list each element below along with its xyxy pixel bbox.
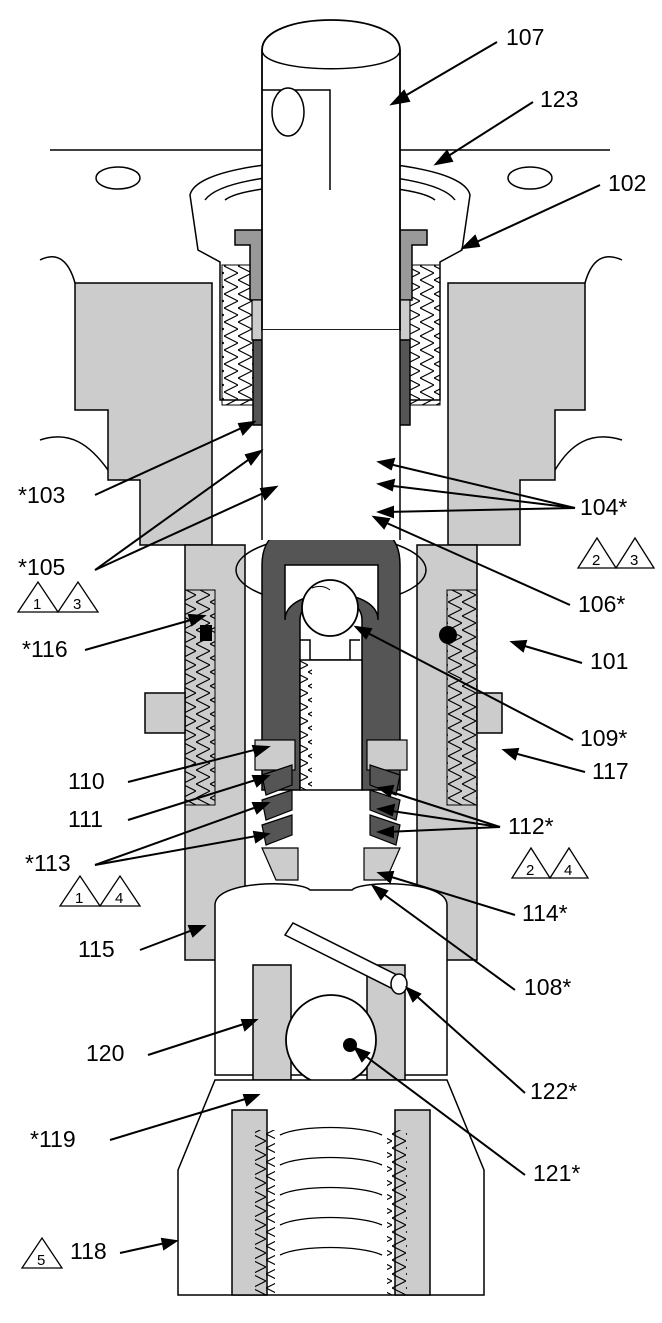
label-114: 114* [522,900,568,926]
label-117: 117 [592,758,629,784]
housing-101 [39,256,623,546]
nut-117-left [144,692,186,734]
label-112: 112* [508,813,554,839]
note-113-b: 4 [115,890,123,907]
label-103: *103 [18,482,66,508]
label-102: 102 [608,170,647,196]
mount-hole-left [95,166,141,190]
nut-117-right [476,692,503,734]
gland-114-left [261,847,299,881]
ball-marker [343,1038,357,1052]
note-triangles-113: 1 4 [58,874,142,907]
label-119: *119 [30,1126,76,1152]
label-107: 107 [506,24,545,50]
note-105-b: 3 [73,596,81,613]
label-113: *113 [25,850,71,876]
note-113-a: 1 [75,890,83,907]
check-ball-109 [301,579,359,637]
note-104-a: 2 [592,552,600,569]
label-110: 110 [68,768,105,794]
stop-120-left [252,964,292,1081]
label-121: 121* [533,1160,581,1186]
label-111: 111 [68,806,103,832]
note-triangles-105: 1 3 [16,580,100,613]
label-101: 101 [590,648,629,674]
note-triangles-112: 2 4 [510,846,590,879]
label-109: 109* [580,725,628,751]
note-105-a: 1 [33,596,41,613]
note-118: 5 [37,1252,45,1269]
note-triangle-118: 5 [20,1236,64,1269]
rod-hole [271,87,305,137]
label-108: 108* [524,974,572,1000]
internal-threads [279,1126,383,1256]
label-115: 115 [78,936,115,962]
o-ring-116-right [439,626,457,644]
label-104: 104* [580,494,628,520]
leader-arrows [84,41,601,1254]
note-triangles-104: 2 3 [576,536,656,569]
label-106: 106* [578,591,626,617]
label-116: *116 [22,636,68,662]
label-118: 118 [70,1238,107,1264]
label-122: 122* [530,1078,578,1104]
note-104-b: 3 [630,552,638,569]
o-ring-116-left [200,625,212,641]
label-105: *105 [18,554,66,580]
displacement-rod-107 [261,19,401,331]
label-123: 123 [540,86,579,112]
gland-110-right [366,739,408,771]
label-120: 120 [86,1040,125,1066]
note-112-b: 4 [564,862,572,879]
note-112-a: 2 [526,862,534,879]
mount-hole-right [507,166,553,190]
intake-ball-121 [285,994,377,1086]
